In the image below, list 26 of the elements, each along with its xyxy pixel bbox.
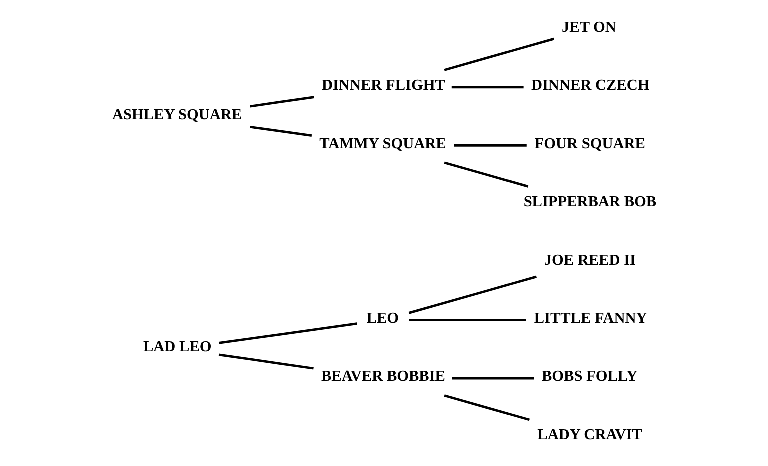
node-text: JOE REED II [544, 252, 636, 269]
connector [452, 377, 534, 380]
node-text: FOUR SQUARE [534, 135, 646, 152]
node-text: DINNER CZECH [531, 77, 650, 94]
connector [409, 319, 526, 322]
node-text: ASHLEY SQUARE [112, 106, 242, 124]
connector [444, 38, 554, 72]
connector [452, 86, 524, 89]
connector [408, 276, 537, 314]
node-text: LITTLE FANNY [534, 310, 648, 328]
node-text: LADY CRAVIT [538, 426, 642, 444]
node-text: BEAVER BOBBIE [321, 368, 446, 386]
node-text: LAD LEO [143, 338, 212, 356]
connector [218, 322, 358, 344]
node-text: TAMMY SQUARE [320, 135, 446, 152]
connector [250, 126, 312, 137]
node-text: JET ON [562, 18, 616, 36]
connector [444, 394, 530, 422]
connector [444, 162, 529, 188]
node-text: LEO [366, 310, 400, 328]
connector [250, 96, 314, 108]
node-text: SLIPPERBAR BOB [524, 194, 657, 211]
node-text: BOBS FOLLY [542, 368, 638, 386]
connector [454, 144, 527, 147]
node-text: DINNER FLIGHT [322, 77, 446, 94]
connector [218, 354, 314, 370]
